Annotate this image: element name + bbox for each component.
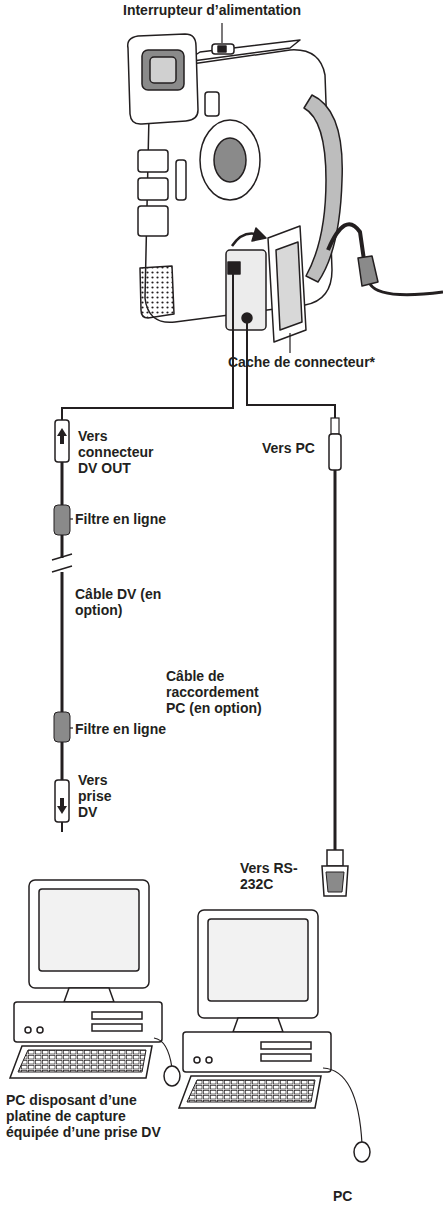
part-label: Vers PC — [262, 440, 328, 456]
dv-cable — [52, 270, 233, 832]
pc-cable — [247, 323, 348, 896]
leader-line — [70, 23, 290, 728]
camcorder — [128, 34, 443, 342]
cable-wire — [247, 323, 335, 418]
cable-wire — [62, 270, 233, 420]
part-label: Filtre en ligne — [75, 511, 195, 527]
part-label: Filtre en ligne — [75, 721, 195, 737]
part-label: PC disposant d’une platine de capture éq… — [6, 1092, 168, 1140]
cable-wire — [334, 470, 337, 850]
cable-wire — [61, 822, 63, 832]
part-label: Vers RS-232C — [240, 860, 314, 892]
part-label: Câble DV (en option) — [75, 586, 163, 618]
personal-computer — [10, 880, 180, 1086]
part-label: Câble de raccordement PC (en option) — [166, 668, 278, 716]
personal-computer — [179, 910, 370, 1162]
part-label: Interrupteur d’alimentation — [123, 2, 323, 18]
part-label: Vers connecteur DV OUT — [78, 428, 176, 476]
part-label: PC — [333, 1188, 373, 1204]
part-label: Cache de connecteur* — [228, 354, 403, 370]
cable-wire — [61, 572, 64, 780]
part-label: Vers prise DV — [78, 772, 126, 820]
